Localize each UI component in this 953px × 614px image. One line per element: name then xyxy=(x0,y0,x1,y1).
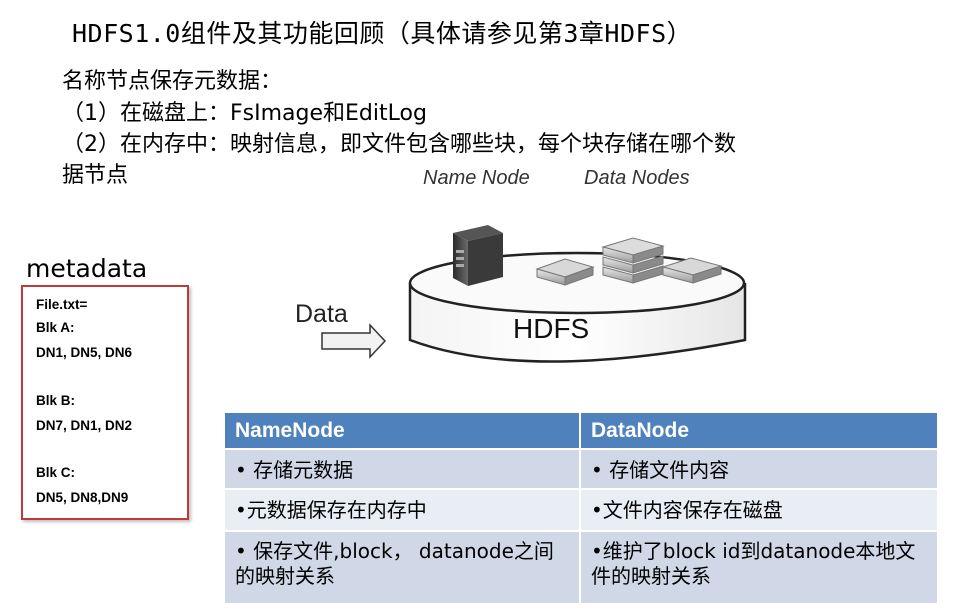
name-node-label: Name Node xyxy=(423,167,530,189)
body-line-2: （1）在磁盘上：FsImage和EditLog xyxy=(62,101,427,126)
table-row: • 存储元数据 • 存储文件内容 xyxy=(225,450,937,490)
metadata-line: Blk A: xyxy=(36,320,75,335)
name-node-server-icon xyxy=(453,225,503,286)
metadata-line: File.txt= xyxy=(36,297,88,312)
body-line-1: 名称节点保存元数据： xyxy=(62,69,283,94)
table-header-namenode: NameNode xyxy=(225,413,581,450)
body-line-3: （2）在内存中：映射信息，即文件包含哪些块，每个块存储在哪个数 xyxy=(62,132,736,157)
data-nodes-label: Data Nodes xyxy=(584,167,690,189)
metadata-line: DN1, DN5, DN6 xyxy=(36,345,133,360)
table-header-row: NameNode DataNode xyxy=(225,413,937,450)
comparison-table: NameNode DataNode • 存储元数据 • 存储文件内容 •元数据保… xyxy=(225,413,937,605)
metadata-line: Blk B: xyxy=(36,393,76,408)
data-label: Data xyxy=(295,300,348,328)
metadata-title: metadata xyxy=(26,254,148,283)
body-line-4: 据节点 xyxy=(62,163,129,188)
data-arrow-icon xyxy=(321,323,387,359)
slide-title: HDFS1.0组件及其功能回顾（具体请参见第3章HDFS） xyxy=(72,19,693,48)
table-cell: •维护了block id到datanode本地文件的映射关系 xyxy=(581,532,937,605)
table-cell: • 保存文件,block， datanode之间的映射关系 xyxy=(225,532,581,605)
hdfs-diagram: Name Node Data Nodes Data HDFS xyxy=(275,165,775,390)
table-row: • 保存文件,block， datanode之间的映射关系 •维护了block … xyxy=(225,532,937,605)
table-cell: •元数据保存在内存中 xyxy=(225,490,581,532)
table-cell: • 存储文件内容 xyxy=(581,450,937,490)
table-cell: • 存储元数据 xyxy=(225,450,581,490)
metadata-line: Blk C: xyxy=(36,465,76,480)
metadata-line: DN5, DN8,DN9 xyxy=(36,490,129,505)
table-row: •元数据保存在内存中 •文件内容保存在磁盘 xyxy=(225,490,937,532)
metadata-line: DN7, DN1, DN2 xyxy=(36,418,133,433)
data-node-servers-icon xyxy=(535,237,723,286)
hdfs-label: HDFS xyxy=(513,313,590,344)
metadata-box: File.txt= Blk A: DN1, DN5, DN6 Blk B: DN… xyxy=(21,285,189,520)
table-cell: •文件内容保存在磁盘 xyxy=(581,490,937,532)
table-header-datanode: DataNode xyxy=(581,413,937,450)
hdfs-diagram-graphic xyxy=(321,225,747,363)
